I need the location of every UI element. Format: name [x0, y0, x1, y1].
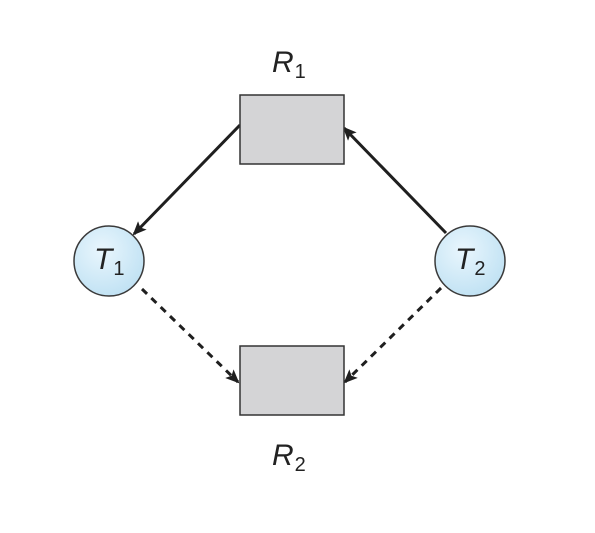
- resource-r2-label: R2: [272, 439, 306, 476]
- thread-t1-node: [73, 225, 145, 297]
- edge-t1-to-r2: [140, 287, 240, 384]
- edge-r1-to-t1: [132, 123, 242, 236]
- resource-r2-box: [239, 345, 345, 416]
- thread-t2-label: T2: [455, 243, 485, 280]
- edge-t2-to-r1: [342, 126, 448, 235]
- thread-t2-node: [434, 225, 506, 297]
- resource-r1-label: R1: [272, 46, 306, 83]
- edge-t2-to-r2: [343, 286, 443, 384]
- resource-r1-box: [239, 94, 345, 165]
- thread-t1-label: T1: [94, 243, 124, 280]
